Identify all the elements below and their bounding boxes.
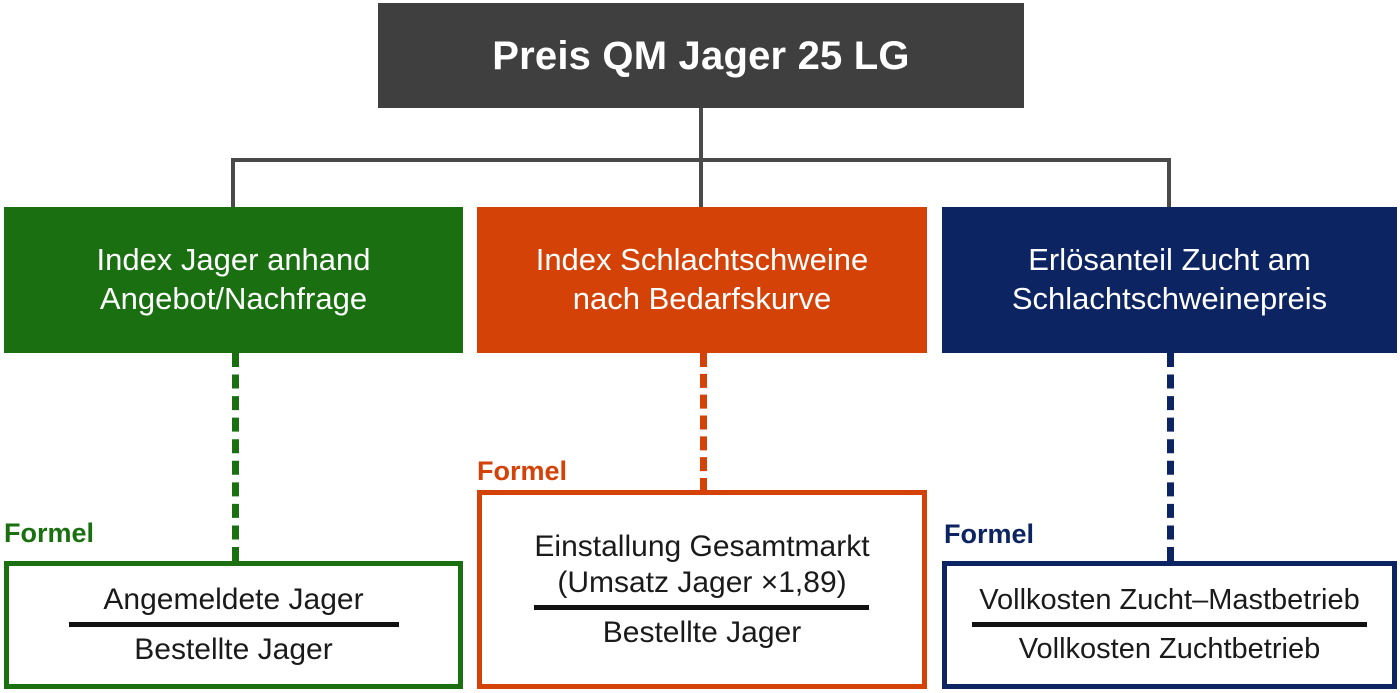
branch-label-orange-line2: nach Bedarfskurve bbox=[572, 281, 832, 316]
root-node: Preis QM Jager 25 LG bbox=[378, 3, 1024, 108]
branch-label-navy: Erlösanteil Zucht am Schlachtschweinepre… bbox=[1012, 241, 1327, 319]
fraction-orange-numerator-line1: Einstallung Gesamtmarkt bbox=[534, 529, 870, 563]
dashed-connector-orange bbox=[700, 353, 707, 492]
fraction-green-numerator: Angemeldete Jager bbox=[103, 583, 364, 616]
formula-box-navy: Vollkosten Zucht–Mastbetrieb Vollkosten … bbox=[942, 561, 1397, 689]
connector-drop-orange bbox=[699, 158, 703, 208]
page-title: Preis QM Jager 25 LG bbox=[492, 33, 910, 78]
fraction-navy: Vollkosten Zucht–Mastbetrieb Vollkosten … bbox=[972, 583, 1367, 667]
fraction-navy-denominator: Vollkosten Zuchtbetrieb bbox=[1018, 633, 1321, 665]
branch-box-orange: Index Schlachtschweine nach Bedarfskurve bbox=[477, 207, 927, 353]
branch-box-green: Index Jager anhand Angebot/Nachfrage bbox=[4, 207, 463, 353]
branch-label-green: Index Jager anhand Angebot/Nachfrage bbox=[96, 241, 370, 319]
fraction-bar-green bbox=[68, 622, 399, 627]
connector-root-stem bbox=[699, 108, 703, 162]
fraction-orange-numerator: Einstallung Gesamtmarkt (Umsatz Jager ×1… bbox=[528, 529, 875, 601]
fraction-bar-orange bbox=[534, 604, 870, 610]
fraction-orange-numerator-line2: (Umsatz Jager ×1,89) bbox=[557, 565, 847, 599]
formel-caption-orange: Formel bbox=[477, 456, 568, 486]
branch-label-navy-line1: Erlösanteil Zucht am bbox=[1028, 242, 1311, 278]
connector-drop-green bbox=[231, 158, 235, 208]
formel-caption-navy: Formel bbox=[944, 519, 1035, 549]
fraction-green: Angemeldete Jager Bestellte Jager bbox=[68, 582, 399, 668]
fraction-navy-numerator: Vollkosten Zucht–Mastbetrieb bbox=[979, 584, 1360, 617]
dashed-connector-navy bbox=[1167, 353, 1174, 561]
branch-label-green-line1: Index Jager anhand bbox=[96, 242, 371, 278]
formula-box-orange: Einstallung Gesamtmarkt (Umsatz Jager ×1… bbox=[477, 490, 927, 689]
fraction-bar-navy bbox=[972, 622, 1367, 627]
dashed-connector-green bbox=[232, 353, 239, 561]
branch-label-green-line2: Angebot/Nachfrage bbox=[99, 281, 368, 316]
fraction-orange-denominator: Bestellte Jager bbox=[602, 615, 802, 649]
fraction-orange: Einstallung Gesamtmarkt (Umsatz Jager ×1… bbox=[528, 529, 875, 651]
connector-drop-navy bbox=[1167, 158, 1171, 208]
branch-label-navy-line2: Schlachtschweinepreis bbox=[1011, 281, 1328, 316]
formel-caption-green: Formel bbox=[4, 518, 95, 548]
fraction-green-denominator: Bestellte Jager bbox=[134, 633, 333, 666]
branch-label-orange: Index Schlachtschweine nach Bedarfskurve bbox=[536, 241, 869, 319]
formula-box-green: Angemeldete Jager Bestellte Jager bbox=[4, 561, 463, 689]
branch-label-orange-line1: Index Schlachtschweine bbox=[535, 242, 869, 278]
branch-box-navy: Erlösanteil Zucht am Schlachtschweinepre… bbox=[942, 207, 1397, 353]
